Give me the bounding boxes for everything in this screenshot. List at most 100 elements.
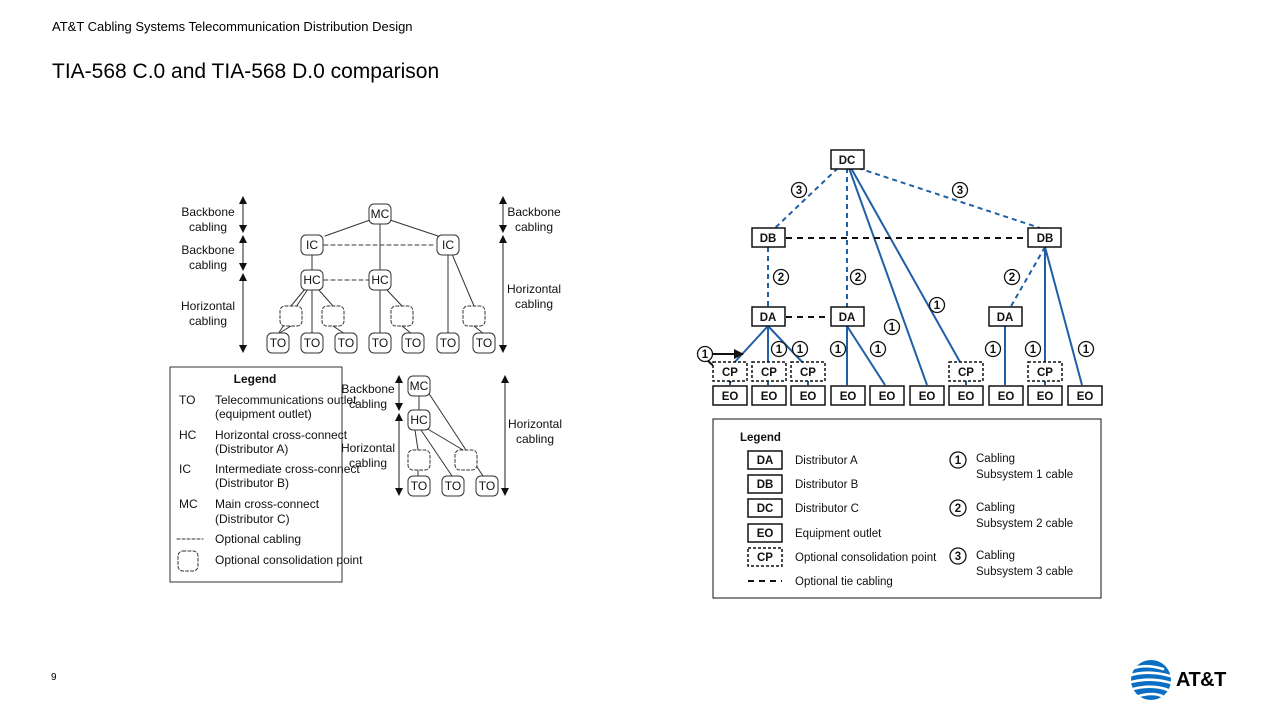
horizontal-label: Horizontal [507,282,561,296]
legend-number: 1 [955,455,962,467]
cabling-label: cabling [189,220,227,234]
legend-text: Main cross-connect [215,497,320,511]
node-mc: MC [371,207,390,221]
node-eo: EO [1037,391,1054,403]
node-eo: EO [1077,391,1094,403]
node-mc: MC [410,379,429,393]
cabling-label: cabling [515,297,553,311]
legend-text: Optional consolidation point [215,553,363,567]
legend-text: (Distributor A) [215,442,288,456]
legend-text: Subsystem 2 cable [976,518,1073,530]
optional-cp-shape [321,305,345,327]
node-da: DA [839,312,856,324]
node-cp: CP [761,367,777,379]
node-to: TO [304,336,320,350]
page-number: 9 [51,672,57,683]
legend-text: (equipment outlet) [215,407,312,421]
optional-cp-shape [390,305,414,327]
cable-number-1: 1 [702,349,709,361]
optional-cp-shape [462,305,486,327]
node-eo: EO [998,391,1015,403]
cable-number-1: 1 [1030,344,1037,356]
node-da: DA [997,312,1014,324]
legend-title: Legend [234,372,277,386]
legend-text: Cabling [976,502,1015,514]
node-db: DB [1037,233,1054,245]
header-title: AT&T Cabling Systems Telecommunication D… [52,19,413,34]
cable-number-1: 1 [797,344,804,356]
cabling-label: cabling [349,456,387,470]
legend-text: Subsystem 3 cable [976,566,1073,578]
legend-code: DB [757,479,774,491]
legend-number: 3 [955,551,961,563]
cable-number-1: 1 [1083,344,1090,356]
horizontal-label: Horizontal [341,441,395,455]
cable-number-1: 1 [934,300,941,312]
cable-number-1: 1 [835,344,842,356]
backbone-label: Backbone [507,205,561,219]
legend-text: Optional cabling [215,532,301,546]
node-cp: CP [958,367,974,379]
legend-text: Horizontal cross-connect [215,428,348,442]
att-globe-icon [1129,660,1173,700]
legend-code: MC [179,497,198,511]
node-to: TO [445,479,461,493]
node-to: TO [440,336,456,350]
cabling-label: cabling [349,397,387,411]
legend-text: Optional consolidation point [795,552,937,564]
cable-number-3: 3 [957,185,963,197]
legend-text: Cabling [976,550,1015,562]
cabling-label: cabling [189,314,227,328]
node-eo: EO [722,391,739,403]
node-cp: CP [722,367,738,379]
cabling-label: cabling [515,220,553,234]
legend-title: Legend [740,432,781,444]
node-to: TO [338,336,354,350]
node-eo: EO [800,391,817,403]
node-eo: EO [761,391,778,403]
cable-number-3: 3 [796,185,802,197]
backbone-label: Backbone [181,243,235,257]
node-to: TO [411,479,427,493]
node-eo: EO [840,391,857,403]
slide-title: TIA-568 C.0 and TIA-568 D.0 comparison [52,60,440,83]
legend-code: IC [179,462,191,476]
legend-text: (Distributor C) [215,512,290,526]
node-cp: CP [800,367,816,379]
tia568c-diagram: Backbone cabling Backbone cabling Horizo… [169,196,562,583]
node-ic: IC [306,238,318,252]
node-cp: CP [1037,367,1053,379]
cable-number-1: 1 [875,344,882,356]
node-to: TO [405,336,421,350]
horizontal-label: Horizontal [181,299,235,313]
legend-code: TO [179,393,195,407]
legend-text: Intermediate cross-connect [215,462,360,476]
cable-number-1: 1 [776,344,783,356]
legend-code: DA [757,455,774,467]
node-hc: HC [303,273,321,287]
node-to: TO [372,336,388,350]
legend-text: Equipment outlet [795,528,882,540]
legend-text: Cabling [976,453,1015,465]
backbone-label: Backbone [341,382,395,396]
node-eo: EO [958,391,975,403]
node-db: DB [760,233,777,245]
cable-number-1: 1 [990,344,997,356]
cable-number-2: 2 [855,272,861,284]
cable-number-2: 2 [1009,272,1015,284]
tia568d-diagram: DC DB DB DA DA DA CP CP CP CP CP EO EO E… [696,149,1103,599]
node-to: TO [270,336,286,350]
cabling-label: cabling [189,258,227,272]
legend-number: 2 [955,503,961,515]
node-dc: DC [839,155,856,167]
legend-text: Distributor A [795,455,858,467]
node-eo: EO [919,391,936,403]
node-eo: EO [879,391,896,403]
legend-code: EO [757,528,774,540]
optional-cp-shape [279,305,303,327]
node-da: DA [760,312,777,324]
legend-text: Distributor C [795,503,859,515]
cable-number-2: 2 [778,272,784,284]
node-ic: IC [442,238,454,252]
